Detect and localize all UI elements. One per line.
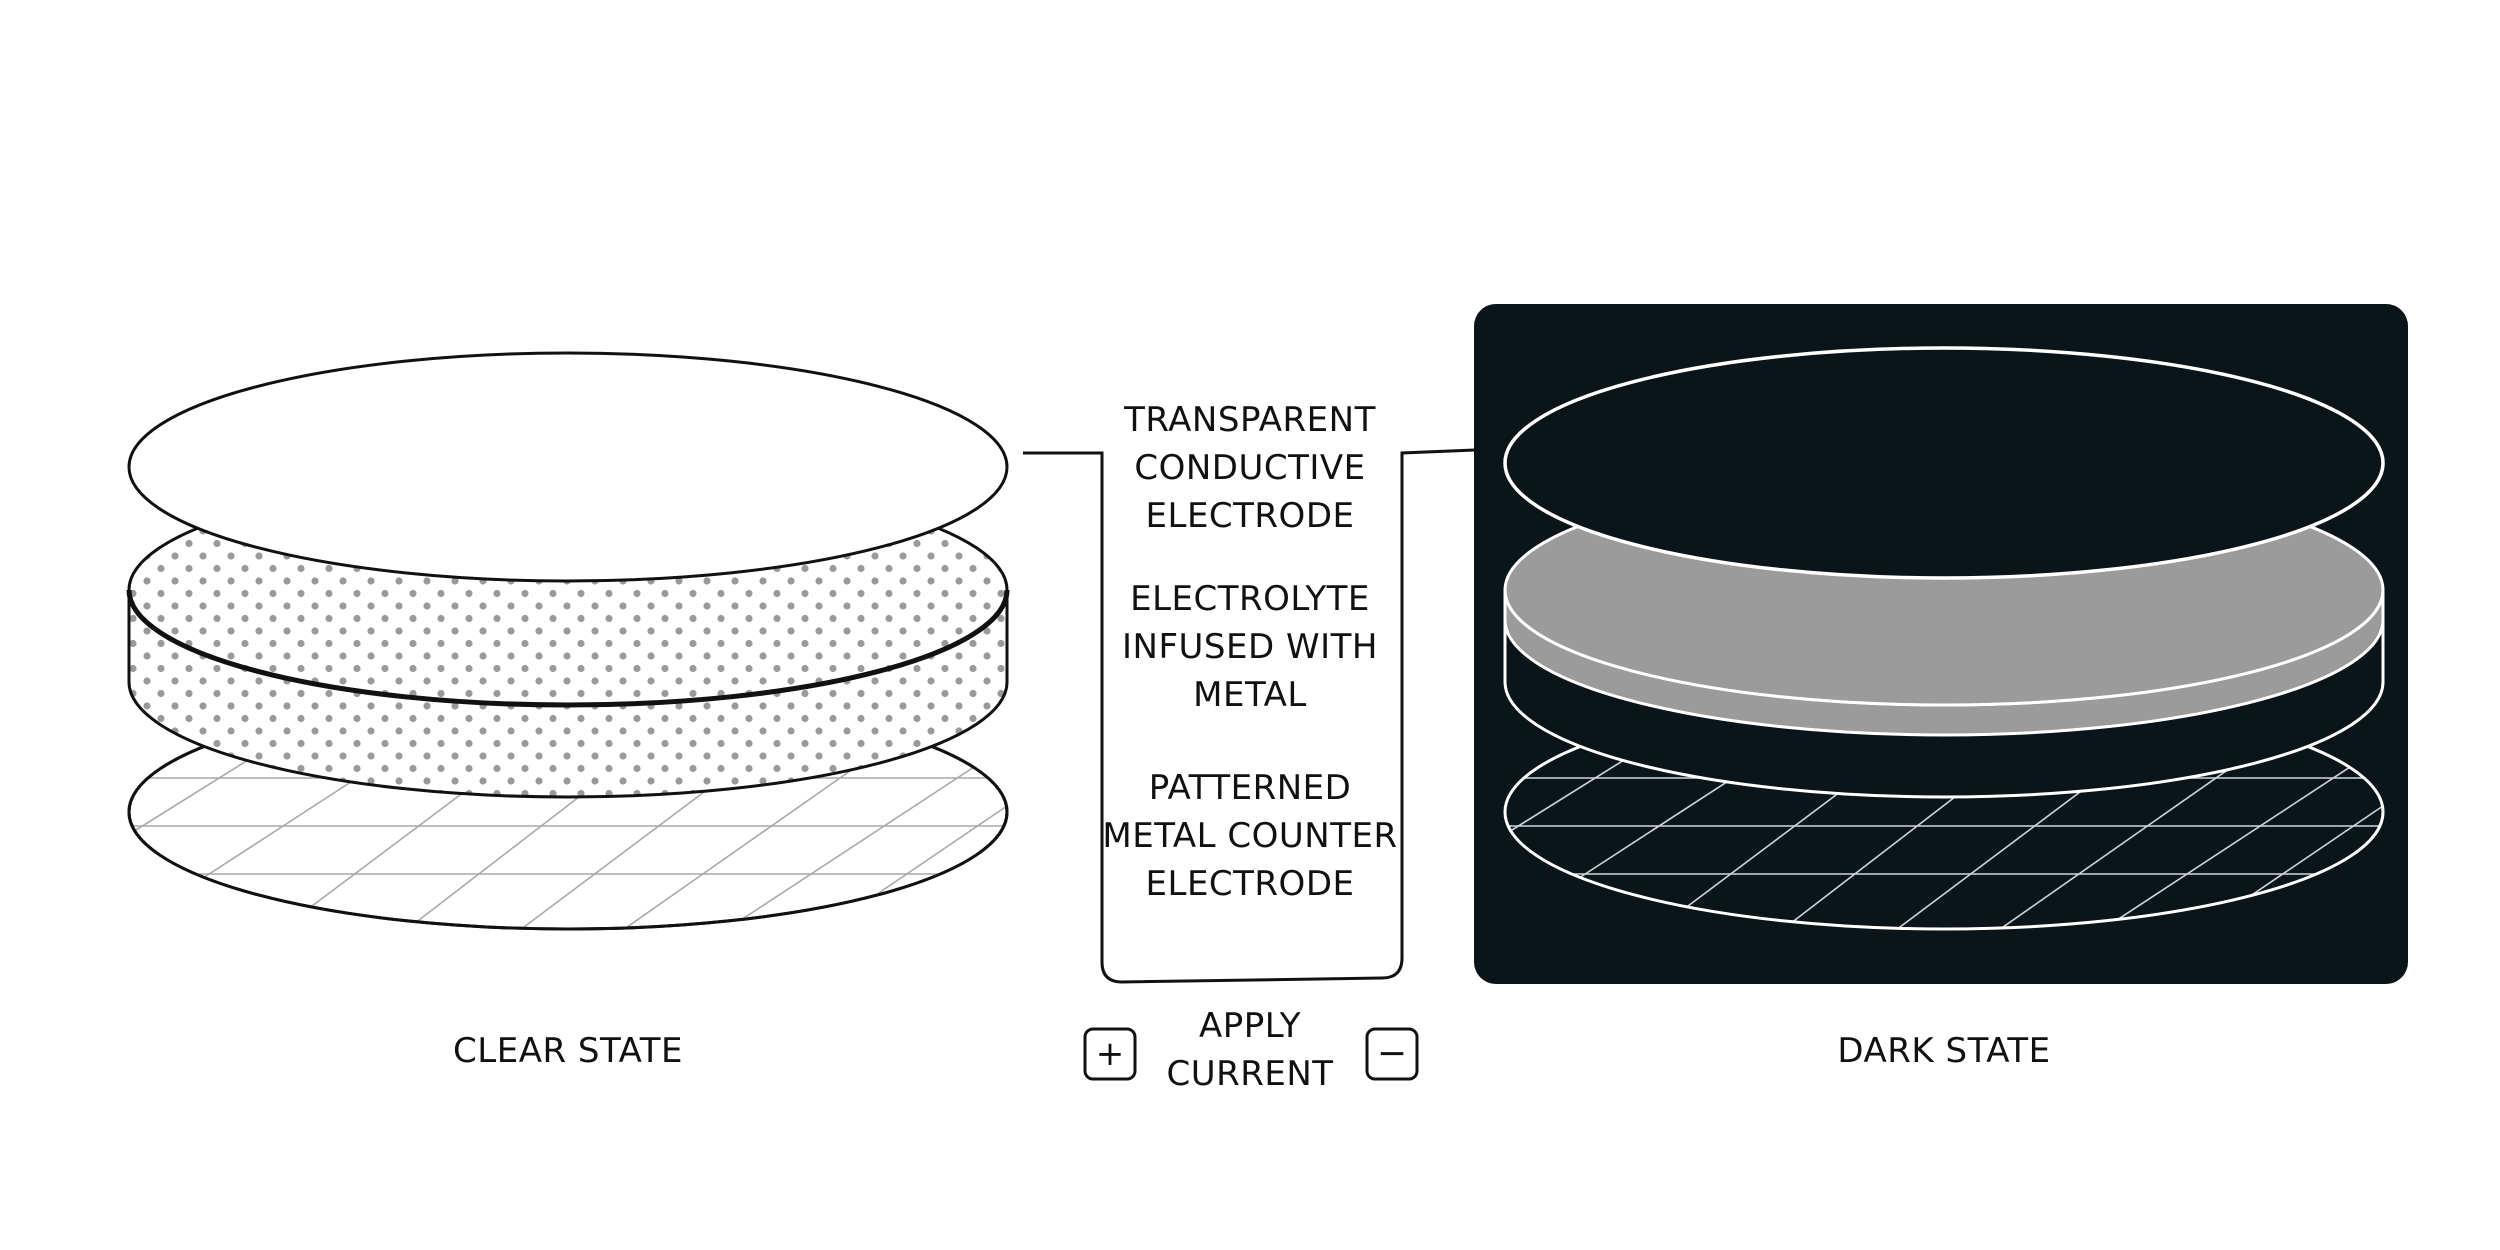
label-line: METAL COUNTER bbox=[1102, 816, 1398, 856]
clear-transparent-electrode bbox=[127, 351, 1009, 583]
label-line: INFUSED WITH bbox=[1122, 627, 1378, 667]
label-dark-state: DARK STATE bbox=[1837, 1031, 2051, 1071]
label-line: APPLY bbox=[1199, 1006, 1301, 1046]
dark-transparent-electrode bbox=[1503, 346, 2385, 580]
label-apply-current: APPLY CURRENT bbox=[1150, 1002, 1350, 1098]
dark-state-panel bbox=[1474, 304, 2408, 984]
label-line: ELECTROLYTE bbox=[1130, 579, 1370, 619]
plus-symbol: + bbox=[1096, 1034, 1125, 1074]
label-line: ELECTRODE bbox=[1145, 496, 1355, 536]
label-line: METAL bbox=[1193, 675, 1307, 715]
label-line: CURRENT bbox=[1166, 1054, 1334, 1094]
label-patterned-metal-counter-electrode: PATTERNED METAL COUNTER ELECTRODE bbox=[1070, 764, 1430, 908]
label-electrolyte-infused-with-metal: ELECTROLYTE INFUSED WITH METAL bbox=[1070, 575, 1430, 719]
label-transparent-conductive-electrode: TRANSPARENT CONDUCTIVE ELECTRODE bbox=[1070, 396, 1430, 540]
positive-terminal: + bbox=[1083, 1027, 1137, 1081]
minus-symbol: − bbox=[1377, 1033, 1407, 1074]
label-line: PATTERNED bbox=[1148, 768, 1352, 808]
label-line: CONDUCTIVE bbox=[1134, 448, 1366, 488]
label-line: ELECTRODE bbox=[1145, 864, 1355, 904]
circuit-wire bbox=[1023, 448, 1476, 984]
label-line: TRANSPARENT bbox=[1124, 400, 1376, 440]
label-clear-state: CLEAR STATE bbox=[453, 1031, 683, 1071]
clear-state-stack bbox=[126, 351, 1010, 931]
negative-terminal: − bbox=[1365, 1027, 1419, 1081]
